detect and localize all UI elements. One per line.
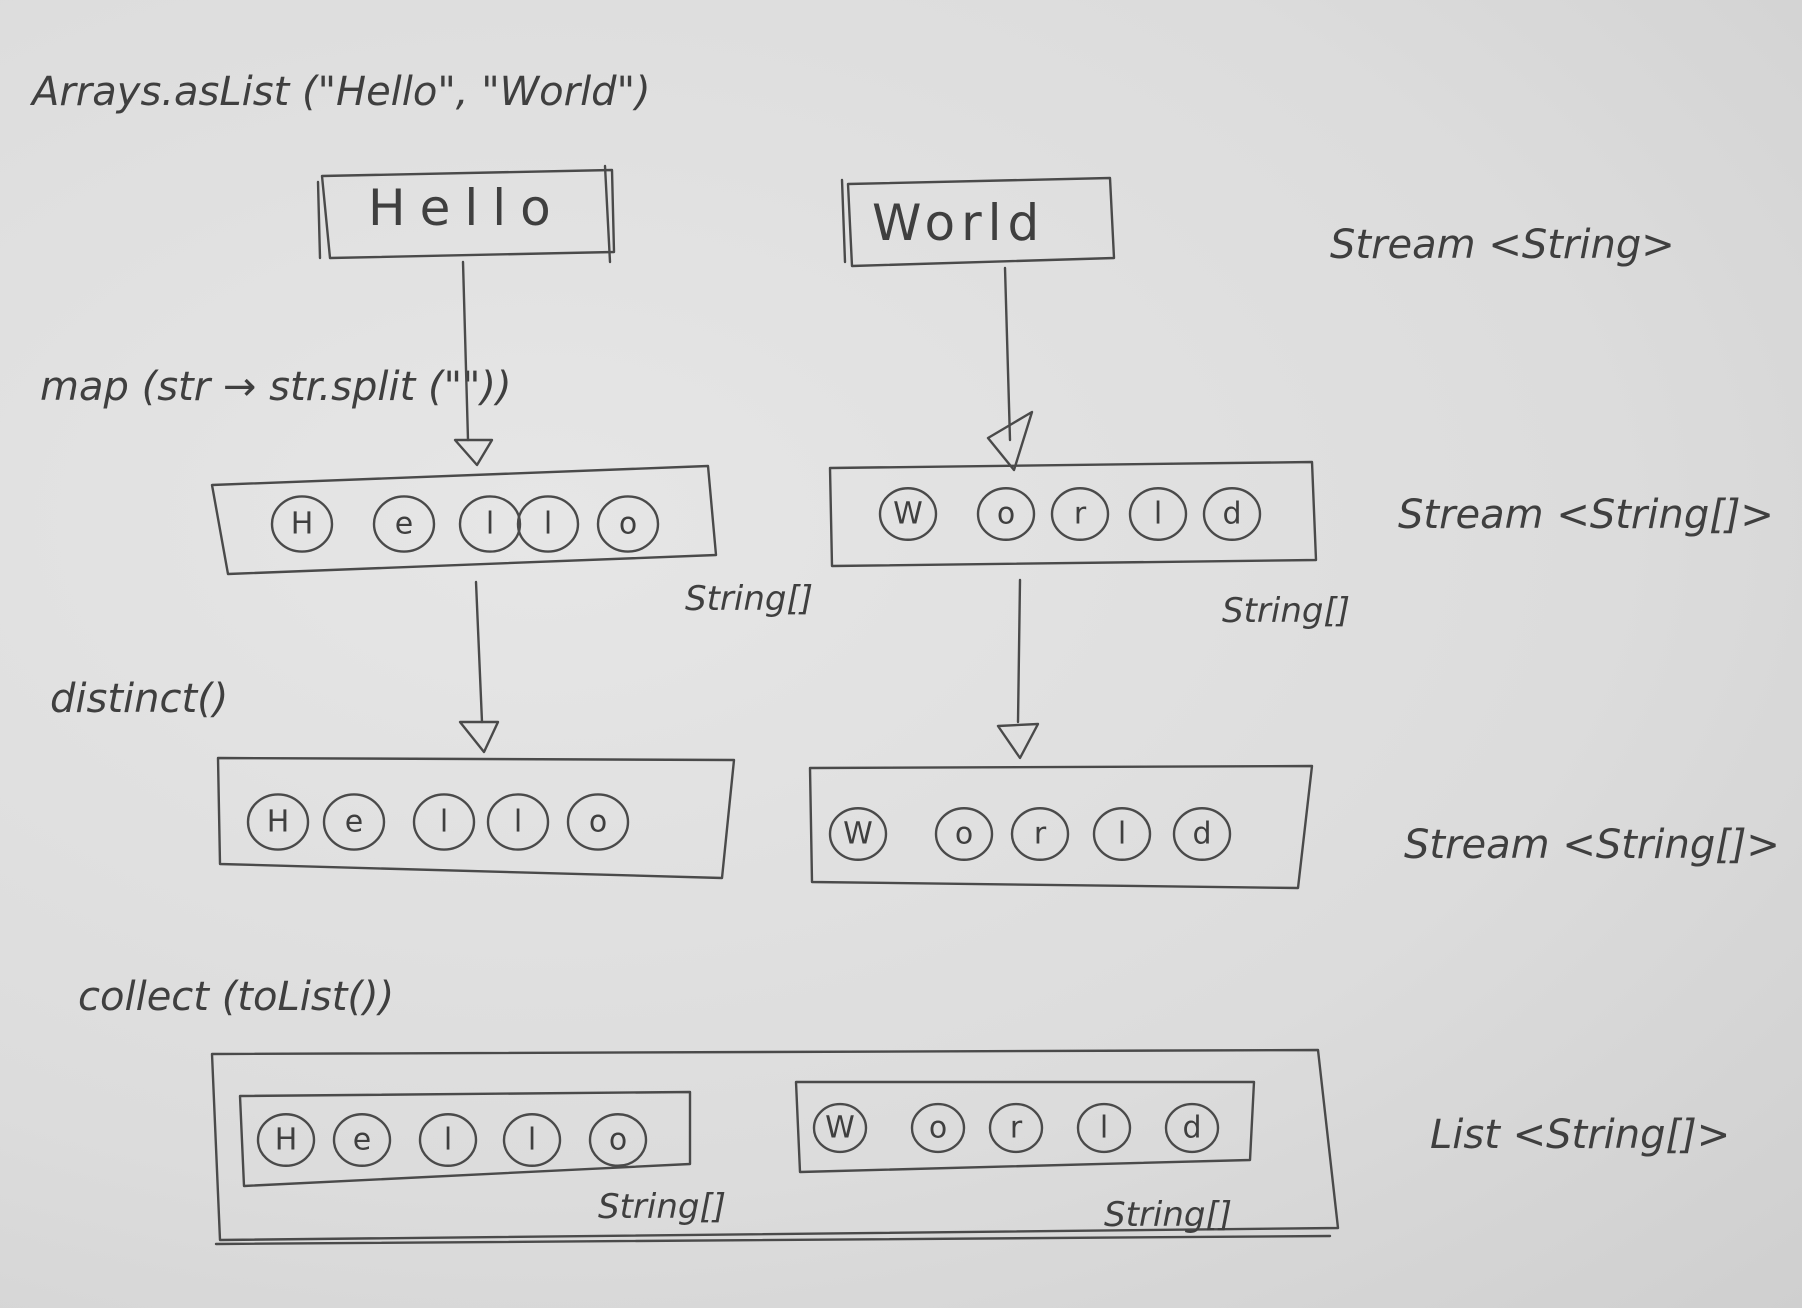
svg-text:H: H — [291, 507, 314, 542]
split-world-char-0: W — [878, 487, 938, 541]
svg-text:d: d — [1222, 497, 1241, 532]
collected-hello-char-4: o — [588, 1113, 648, 1167]
arrow-hello-to-split — [453, 260, 494, 467]
split-world-char-3: l — [1128, 487, 1188, 541]
svg-text:e: e — [345, 805, 363, 840]
world-word-label: World — [872, 194, 1045, 252]
hello-word-label: Hello — [368, 179, 565, 237]
distinct-world-char-2: r — [1010, 807, 1070, 861]
svg-text:l: l — [528, 1123, 536, 1158]
distinct-world-char-3: l — [1092, 807, 1152, 861]
svg-text:W: W — [893, 497, 923, 532]
distinct-hello-char-3: l — [486, 793, 550, 851]
svg-text:o: o — [619, 507, 637, 542]
string-array-label-collected-hello: String[] — [598, 1187, 726, 1227]
collected-hello-char-1: e — [332, 1113, 392, 1167]
collected-world-char-4: d — [1164, 1102, 1220, 1154]
collected-world-char-3: l — [1076, 1102, 1132, 1154]
svg-text:o: o — [955, 817, 973, 852]
type-label-stream-string-array-distinct: Stream <String[]> — [1404, 822, 1780, 868]
distinct-world-char-1: o — [934, 807, 994, 861]
distinct-hello-char-4: o — [566, 793, 630, 851]
svg-text:l: l — [514, 805, 522, 840]
svg-text:H: H — [267, 805, 290, 840]
distinct-hello-char-0: H — [246, 793, 310, 851]
svg-text:W: W — [843, 817, 873, 852]
split-hello-char-2: l — [458, 495, 522, 553]
collected-hello-char-0: H — [256, 1113, 316, 1167]
svg-text:e: e — [353, 1123, 371, 1158]
split-world-char-1: o — [976, 487, 1036, 541]
split-hello-char-0: H — [270, 495, 334, 553]
svg-text:d: d — [1182, 1111, 1201, 1146]
arrow-world-to-split — [986, 266, 1034, 472]
svg-text:l: l — [1154, 497, 1162, 532]
svg-text:d: d — [1192, 817, 1211, 852]
split-world-char-2: r — [1050, 487, 1110, 541]
svg-text:o: o — [589, 805, 607, 840]
collected-world-char-1: o — [910, 1102, 966, 1154]
type-label-stream-string: Stream <String> — [1330, 222, 1675, 268]
type-label-stream-string-array-split: Stream <String[]> — [1398, 492, 1774, 538]
split-world-char-4: d — [1202, 487, 1262, 541]
string-array-label-world-split: String[] — [1222, 591, 1350, 631]
svg-text:l: l — [440, 805, 448, 840]
distinct-world-char-4: d — [1172, 807, 1232, 861]
string-array-label-collected-world: String[] — [1104, 1195, 1232, 1235]
svg-text:e: e — [395, 507, 413, 542]
svg-text:l: l — [1118, 817, 1126, 852]
hello-word-box: Hello — [316, 164, 616, 264]
svg-text:o: o — [609, 1123, 627, 1158]
svg-text:r: r — [1074, 497, 1087, 532]
source-expression: Arrays.asList ("Hello", "World") — [29, 69, 651, 115]
collected-hello-char-2: l — [418, 1113, 478, 1167]
svg-text:o: o — [997, 497, 1015, 532]
distinct-hello-char-1: e — [322, 793, 386, 851]
distinct-hello-char-2: l — [412, 793, 476, 851]
svg-text:W: W — [825, 1111, 855, 1146]
arrow-hello-to-distinct — [458, 580, 500, 754]
collect-operation-label: collect (toList()) — [78, 974, 394, 1020]
svg-text:l: l — [486, 507, 494, 542]
svg-text:l: l — [444, 1123, 452, 1158]
split-hello-char-4: o — [596, 495, 660, 553]
svg-text:r: r — [1010, 1111, 1023, 1146]
collected-list-box — [210, 1048, 1340, 1246]
split-hello-char-1: e — [372, 495, 436, 553]
distinct-operation-label: distinct() — [50, 676, 228, 722]
world-word-box: World — [840, 176, 1116, 268]
map-operation-label: map (str → str.split ("")) — [40, 364, 512, 410]
svg-text:H: H — [275, 1123, 298, 1158]
collected-hello-char-3: l — [502, 1113, 562, 1167]
string-array-label-hello-split: String[] — [685, 579, 813, 619]
arrow-world-to-distinct — [996, 578, 1040, 760]
type-label-list-string-array: List <String[]> — [1430, 1112, 1730, 1158]
split-hello-char-3: l — [516, 495, 580, 553]
svg-text:r: r — [1034, 817, 1047, 852]
collected-world-char-0: W — [812, 1102, 868, 1154]
svg-text:l: l — [1100, 1111, 1108, 1146]
collected-world-char-2: r — [988, 1102, 1044, 1154]
svg-text:l: l — [544, 507, 552, 542]
svg-text:o: o — [929, 1111, 947, 1146]
distinct-world-char-0: W — [828, 807, 888, 861]
